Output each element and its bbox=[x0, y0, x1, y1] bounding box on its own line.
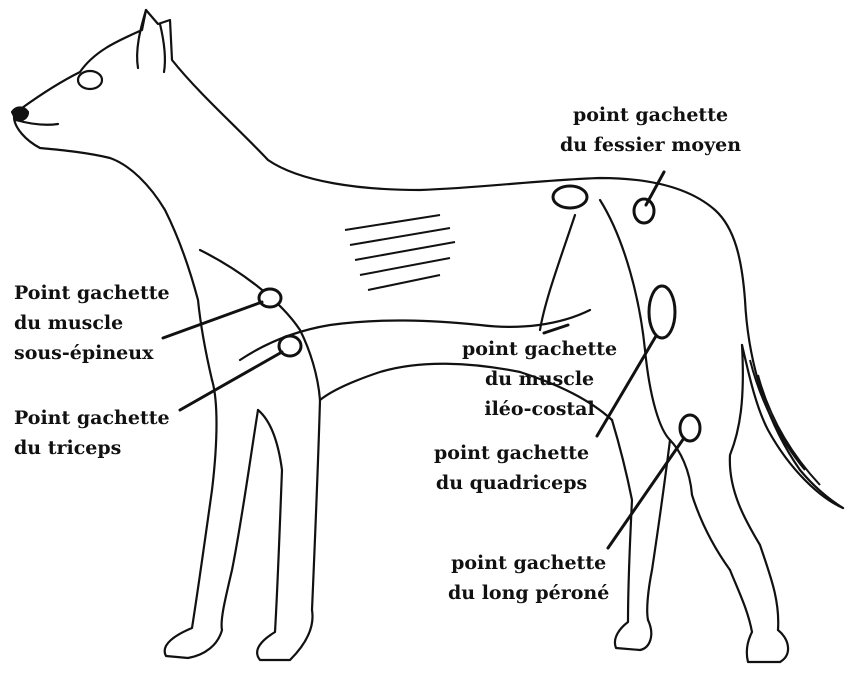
label-infraspinatus: Point gachette du muscle sous-épineux bbox=[14, 278, 170, 368]
marker-quadriceps bbox=[649, 286, 675, 338]
label-quadriceps-line2: du quadriceps bbox=[434, 468, 589, 498]
label-gluteus: point gachette du fessier moyen bbox=[560, 100, 741, 160]
label-triceps-line2: du triceps bbox=[14, 433, 170, 463]
leader-peroneus bbox=[608, 438, 684, 548]
label-infraspinatus-line3: sous-épineux bbox=[14, 338, 170, 368]
label-iliocostalis: point gachette du muscle iléo-costal bbox=[462, 334, 617, 424]
label-infraspinatus-line1: Point gachette bbox=[14, 278, 170, 308]
leader-iliocostalis bbox=[544, 325, 568, 333]
marker-gluteus bbox=[634, 199, 654, 223]
label-triceps-line1: Point gachette bbox=[14, 403, 170, 433]
leader-gluteus bbox=[646, 172, 664, 205]
label-gluteus-line2: du fessier moyen bbox=[560, 130, 741, 160]
leader-infraspinatus bbox=[163, 302, 262, 338]
label-infraspinatus-line2: du muscle bbox=[14, 308, 170, 338]
marker-gluteus-top bbox=[553, 186, 587, 208]
label-peroneus: point gachette du long péroné bbox=[448, 548, 609, 608]
label-iliocostalis-line2: du muscle bbox=[462, 364, 617, 394]
label-peroneus-line1: point gachette bbox=[448, 548, 609, 578]
label-quadriceps-line1: point gachette bbox=[434, 438, 589, 468]
label-iliocostalis-line3: iléo-costal bbox=[462, 394, 617, 424]
marker-infraspinatus bbox=[259, 289, 281, 307]
label-quadriceps: point gachette du quadriceps bbox=[434, 438, 589, 498]
label-peroneus-line2: du long péroné bbox=[448, 578, 609, 608]
label-iliocostalis-line1: point gachette bbox=[462, 334, 617, 364]
leader-triceps bbox=[180, 352, 282, 410]
label-gluteus-line1: point gachette bbox=[560, 100, 741, 130]
label-triceps: Point gachette du triceps bbox=[14, 403, 170, 463]
